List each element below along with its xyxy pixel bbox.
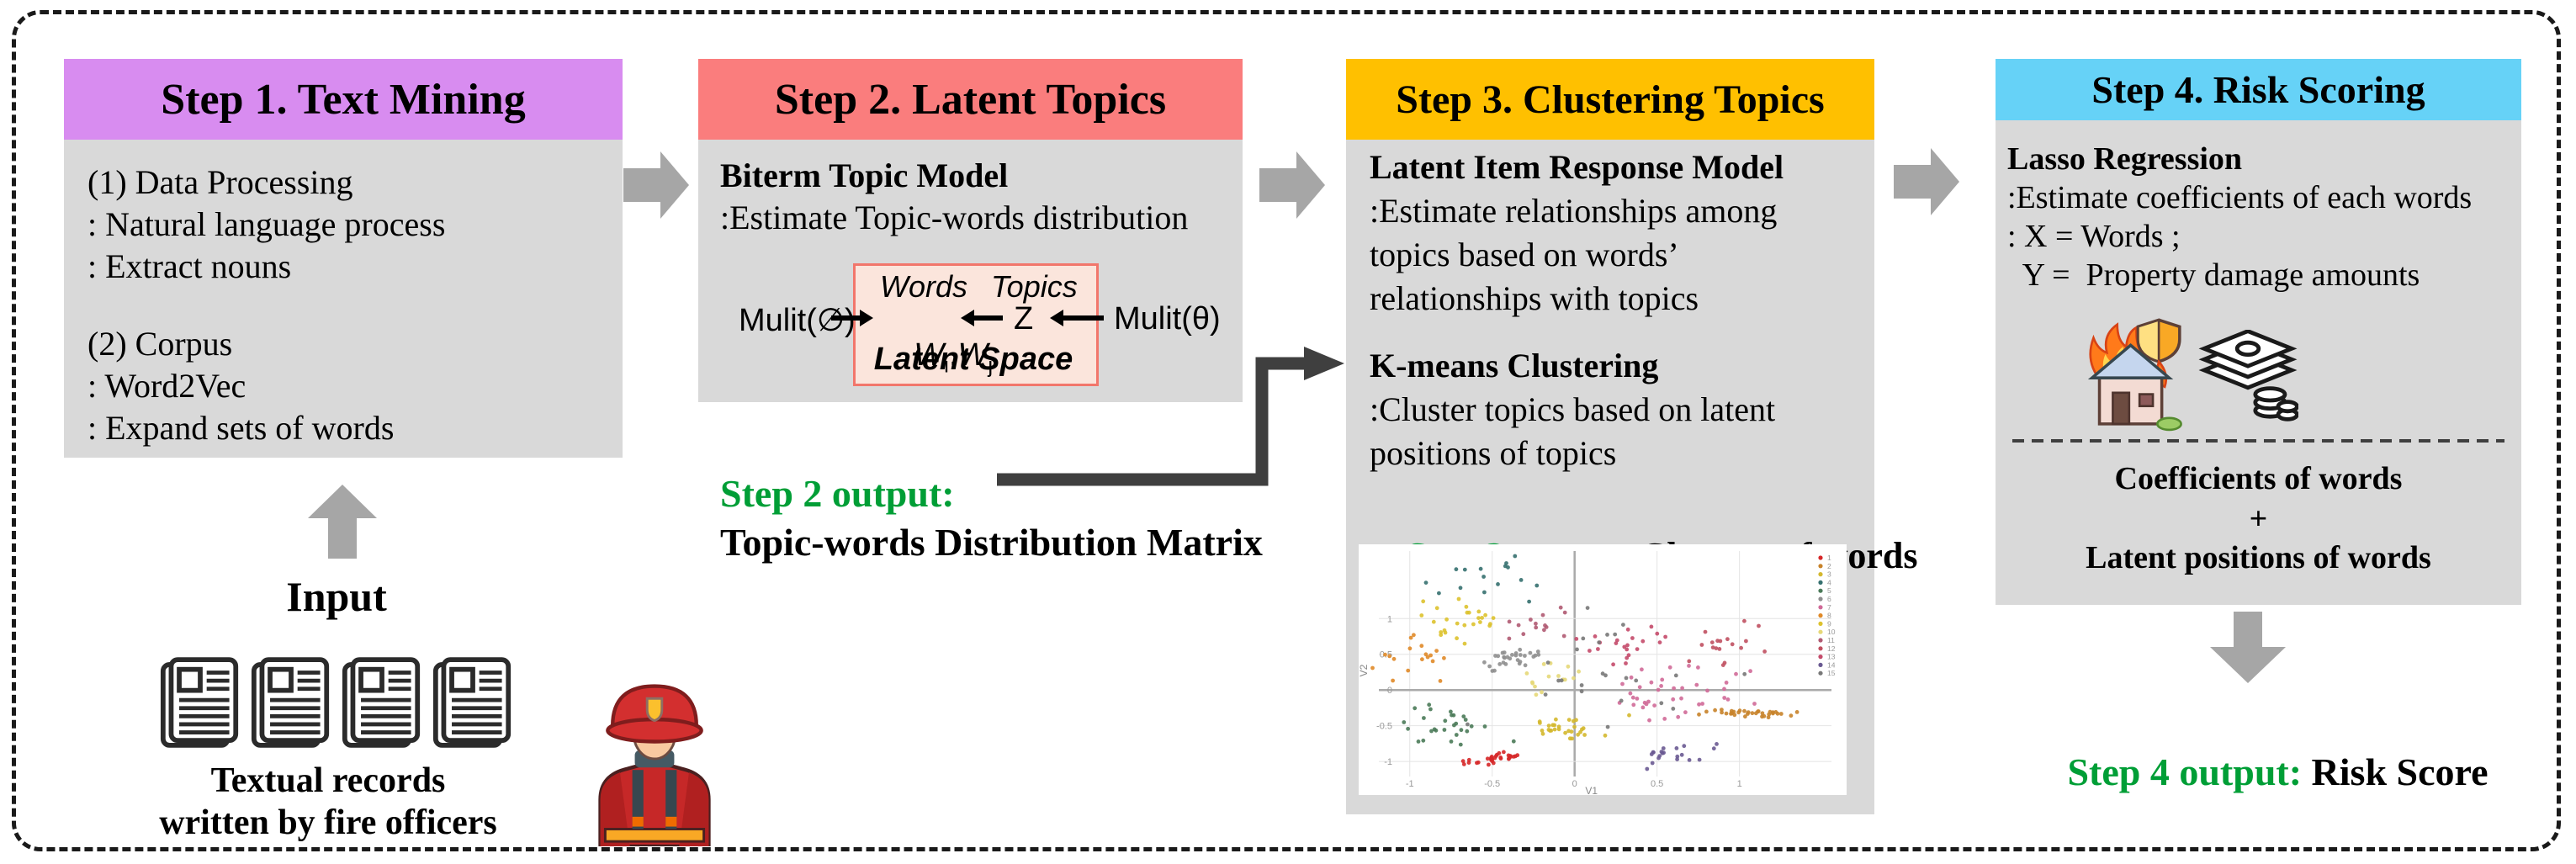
step1-header: Step 1. Text Mining [64, 59, 623, 140]
divider [2012, 439, 2504, 443]
svg-text:4: 4 [1827, 578, 1831, 586]
burning-house-icon [2087, 318, 2182, 432]
step4-output-value: Risk Score [2311, 750, 2489, 793]
svg-text:8: 8 [1827, 612, 1831, 620]
step1-line: : Natural language process [87, 205, 446, 243]
step4-output-label: Step 4 output: [2067, 750, 2303, 793]
topics-column-header: Topics [991, 269, 1078, 304]
up-arrow-icon [308, 485, 377, 559]
right-block-arrow-icon [1259, 151, 1325, 219]
svg-text:0: 0 [1387, 686, 1392, 696]
svg-text:9: 9 [1827, 619, 1831, 628]
input-caption-line2: written by fire officers [159, 803, 497, 842]
step4-desc: : X = Words ; [2007, 219, 2181, 254]
svg-text:2: 2 [1827, 562, 1831, 570]
newspaper-icon [432, 657, 511, 748]
money-stack-icon [2198, 330, 2298, 421]
right-arrow-icon [831, 310, 873, 326]
step1-line: : Word2Vec [87, 367, 246, 405]
right-distribution-label: Mulit(θ) [1114, 301, 1221, 337]
step2-output-label: Step 2 output: [720, 472, 955, 515]
step3-model1-desc: relationships with topics [1370, 279, 1699, 317]
step3-header: Step 3. Clustering Topics [1346, 59, 1874, 140]
left-arrow-icon [961, 310, 1003, 326]
step4-sum-coefficients: Coefficients of words [2114, 461, 2403, 496]
right-block-arrow-icon [623, 151, 689, 219]
step1-title: Step 1. Text Mining [161, 75, 526, 124]
step2-output-value: Topic-words Distribution Matrix [720, 521, 1263, 564]
svg-text:-1: -1 [1384, 757, 1392, 767]
step3-model2-desc: positions of topics [1370, 434, 1617, 472]
outer-dashed-border [12, 10, 2561, 851]
newspaper-icon [342, 657, 421, 748]
latent-space-label: Latent Space [873, 342, 1073, 377]
left-arrow-icon [1050, 310, 1104, 326]
input-label: Input [286, 573, 387, 620]
newspaper-icon [160, 657, 239, 748]
step4-sum-latent: Latent positions of words [2086, 540, 2431, 575]
step3-model2-title: K-means Clustering [1370, 347, 1659, 384]
svg-text:0: 0 [1572, 779, 1577, 789]
step1-line: : Extract nouns [87, 247, 292, 285]
firefighter-icon [598, 684, 711, 846]
step1-line: : Expand sets of words [87, 409, 395, 447]
step2-model-desc: :Estimate Topic-words distribution [720, 199, 1189, 236]
svg-text:-1: -1 [1406, 779, 1414, 789]
step3-model1-desc: :Estimate relationships among [1370, 192, 1778, 230]
step4-output-line: Step 4 output: Risk Score [1996, 705, 2521, 839]
svg-text:11: 11 [1827, 636, 1835, 644]
step4-title: Step 4. Risk Scoring [2091, 68, 2425, 111]
words-column-header: Words [880, 269, 968, 304]
step2-model-title: Biterm Topic Model [720, 156, 1009, 194]
step3-model1-desc: topics based on words’ [1370, 236, 1679, 273]
topic-clusters-scatter-plot: -1-0.500.5110.50-0.5-1V1V212345678910111… [1359, 544, 1847, 795]
step4-desc: :Estimate coefficients of each words [2007, 180, 2473, 215]
svg-text:-0.5: -0.5 [1484, 779, 1500, 789]
input-caption-line1: Textual records [210, 761, 446, 800]
step3-model2-desc: :Cluster topics based on latent [1370, 390, 1776, 428]
svg-text:14: 14 [1827, 660, 1836, 669]
words-symbol: Wi,Wj [914, 337, 994, 378]
svg-text:1: 1 [1827, 554, 1831, 562]
step3-title: Step 3. Clustering Topics [1396, 77, 1825, 122]
svg-text:3: 3 [1827, 570, 1831, 579]
svg-text:0.5: 0.5 [1651, 779, 1663, 789]
step3-model1-title: Latent Item Response Model [1370, 148, 1784, 186]
step4-header: Step 4. Risk Scoring [1996, 59, 2521, 120]
step2-header: Step 2. Latent Topics [698, 59, 1243, 140]
svg-text:6: 6 [1827, 595, 1831, 603]
step4-sum-plus: + [2249, 501, 2268, 537]
step4-model-title: Lasso Regression [2007, 141, 2243, 177]
svg-text:10: 10 [1827, 628, 1836, 636]
right-block-arrow-icon [1894, 148, 1959, 215]
svg-text:12: 12 [1827, 644, 1836, 653]
svg-text:-0.5: -0.5 [1376, 722, 1392, 732]
svg-text:V2: V2 [1359, 664, 1370, 676]
step1-body [64, 140, 623, 458]
step1-line: (1) Data Processing [87, 163, 353, 201]
svg-text:1: 1 [1387, 614, 1392, 624]
elbow-connector-arrow [997, 347, 1344, 486]
down-block-arrow-icon [2210, 612, 2286, 683]
step4-desc: Y = Property damage amounts [2007, 257, 2420, 293]
latent-space-box [853, 263, 1099, 386]
svg-text:15: 15 [1827, 669, 1836, 677]
step1-line: (2) Corpus [87, 325, 233, 363]
svg-text:7: 7 [1827, 603, 1831, 612]
svg-text:5: 5 [1827, 586, 1831, 595]
newspaper-icon [251, 657, 330, 748]
svg-text:V1: V1 [1585, 785, 1598, 795]
step1-box: Step 1. Text Mining (1) Data Processing … [64, 59, 623, 458]
topic-symbol: Z [1014, 301, 1034, 337]
step2-title: Step 2. Latent Topics [774, 75, 1167, 124]
svg-text:13: 13 [1827, 653, 1836, 661]
svg-text:1: 1 [1737, 779, 1742, 789]
